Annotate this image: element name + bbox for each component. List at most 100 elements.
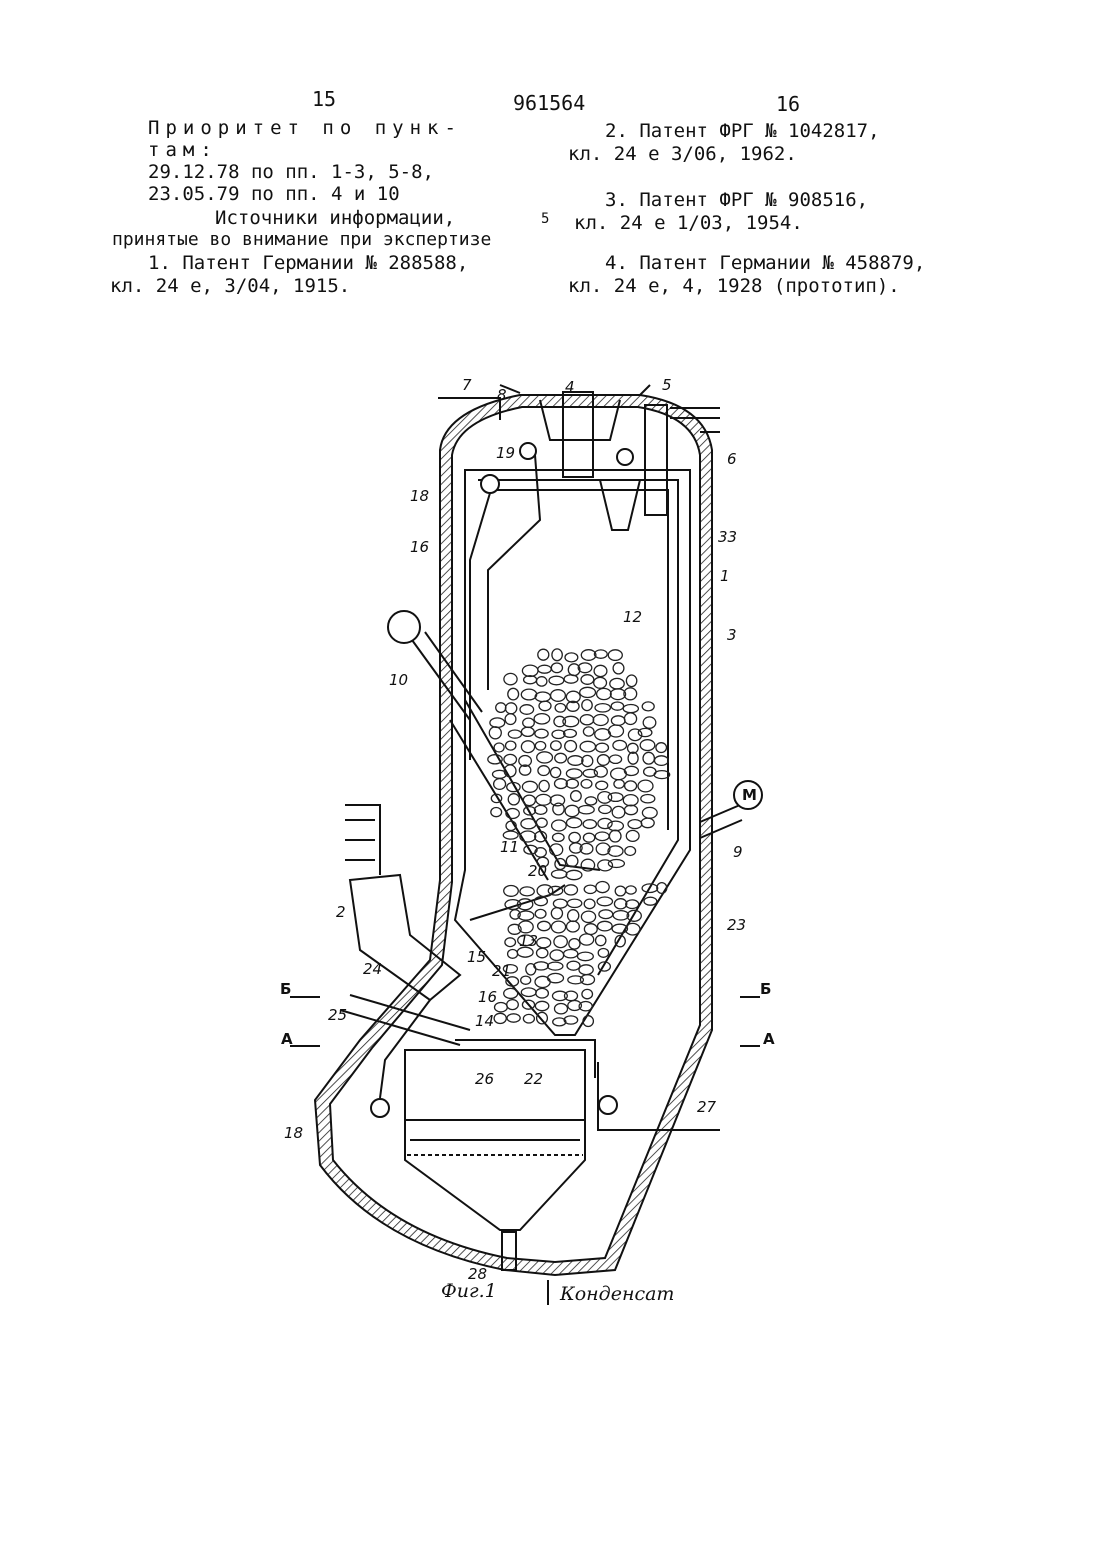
- coal-lump: [537, 1012, 548, 1024]
- coal-lump: [537, 752, 553, 763]
- callout-6: 6: [727, 450, 737, 468]
- coal-lump: [506, 741, 516, 750]
- coal-lump: [490, 718, 505, 728]
- coal-lump: [504, 673, 517, 684]
- coal-lump: [521, 819, 536, 829]
- callout-16: 16: [478, 988, 497, 1006]
- coal-lump: [569, 939, 580, 950]
- coal-lump: [535, 1001, 548, 1010]
- coal-lump: [596, 781, 608, 789]
- coal-lump: [609, 725, 624, 737]
- coal-lump: [598, 949, 608, 958]
- coal-lump: [614, 780, 624, 789]
- coal-lump: [539, 780, 549, 791]
- callout-29: 27: [697, 1098, 716, 1116]
- coal-lump: [505, 714, 516, 725]
- coal-lump: [505, 703, 516, 714]
- coal-lump: [538, 921, 551, 930]
- coal-lump: [552, 730, 565, 738]
- coal-lump: [565, 805, 579, 816]
- coal-lump: [552, 820, 567, 831]
- coal-lump: [610, 678, 624, 689]
- coal-lump: [520, 887, 534, 896]
- coal-lump: [536, 988, 549, 998]
- coal-lump: [555, 704, 566, 713]
- coal-lump: [641, 818, 654, 828]
- coal-lump: [566, 769, 582, 778]
- callout-24: 22: [524, 1070, 543, 1088]
- coal-lump: [640, 740, 655, 751]
- coal-lump: [535, 729, 548, 738]
- coal-lump: [583, 727, 594, 736]
- coal-lump: [535, 692, 550, 702]
- coal-lump: [578, 952, 594, 961]
- cone: [405, 1120, 585, 1230]
- coal-lump: [594, 665, 607, 676]
- coal-lump: [626, 900, 639, 909]
- coal-lump: [611, 716, 625, 726]
- coal-lump: [504, 886, 519, 897]
- coal-lump: [564, 885, 577, 895]
- coal-lump: [581, 650, 596, 661]
- callout-23: 21: [492, 962, 511, 980]
- callout-26: 24: [363, 960, 382, 978]
- coal-lump: [551, 690, 566, 702]
- coal-lump: [644, 897, 657, 905]
- coal-lump: [595, 832, 609, 841]
- coal-lump: [567, 899, 581, 907]
- coal-lump: [553, 899, 567, 908]
- outer-shell: [315, 395, 712, 1275]
- coal-lump: [523, 1014, 534, 1023]
- coal-lump: [537, 885, 553, 897]
- callout-15: 15: [467, 948, 486, 966]
- coal-lump: [494, 779, 506, 790]
- coal-lump: [626, 675, 636, 687]
- coal-lump: [567, 961, 580, 970]
- coal-lump: [613, 740, 627, 750]
- coal-lump: [581, 975, 595, 985]
- coal-lump: [521, 689, 536, 700]
- coal-lump: [584, 885, 596, 893]
- coal-lump: [564, 950, 578, 958]
- coal-lump: [538, 665, 551, 673]
- coal-lump: [538, 649, 549, 660]
- coal-lump: [596, 882, 609, 893]
- coal-lump: [508, 730, 521, 738]
- coal-lump: [565, 991, 578, 1001]
- coal-lump: [580, 741, 595, 752]
- coal-lump: [599, 805, 612, 813]
- callout-4: 4: [565, 378, 575, 396]
- coal-lump: [521, 976, 531, 984]
- coal-lump: [625, 781, 637, 791]
- callout-18: 18: [284, 1124, 303, 1142]
- coal-lump: [612, 806, 625, 818]
- coal-lump: [598, 921, 613, 931]
- callout-21: 19: [496, 444, 515, 462]
- coal-lump: [534, 714, 550, 724]
- callout-12: 12: [623, 608, 642, 626]
- coal-lump: [608, 821, 624, 831]
- coal-lump: [596, 935, 606, 945]
- callout-3: 3: [727, 626, 737, 644]
- coal-lump: [504, 754, 517, 764]
- coal-lump: [496, 703, 506, 713]
- callout-33: 33: [718, 528, 737, 546]
- coal-lump: [523, 795, 535, 806]
- coal-lump: [595, 704, 610, 712]
- condensate-tank: [405, 1050, 585, 1120]
- coal-lump: [537, 948, 548, 958]
- coal-lump: [566, 870, 582, 879]
- coal-lump: [489, 727, 501, 739]
- coal-lump: [579, 965, 593, 975]
- coal-lump: [585, 797, 597, 805]
- coal-lump: [552, 649, 562, 661]
- coal-lump: [521, 727, 534, 736]
- coal-lump: [538, 766, 550, 776]
- coal-lump: [566, 855, 578, 866]
- callout-27: 25: [328, 1006, 347, 1024]
- callout-11: 11: [500, 838, 519, 856]
- coal-lump: [507, 1014, 520, 1022]
- coal-lump: [571, 791, 582, 802]
- coal-lump: [642, 702, 654, 711]
- coal-lump: [551, 921, 565, 933]
